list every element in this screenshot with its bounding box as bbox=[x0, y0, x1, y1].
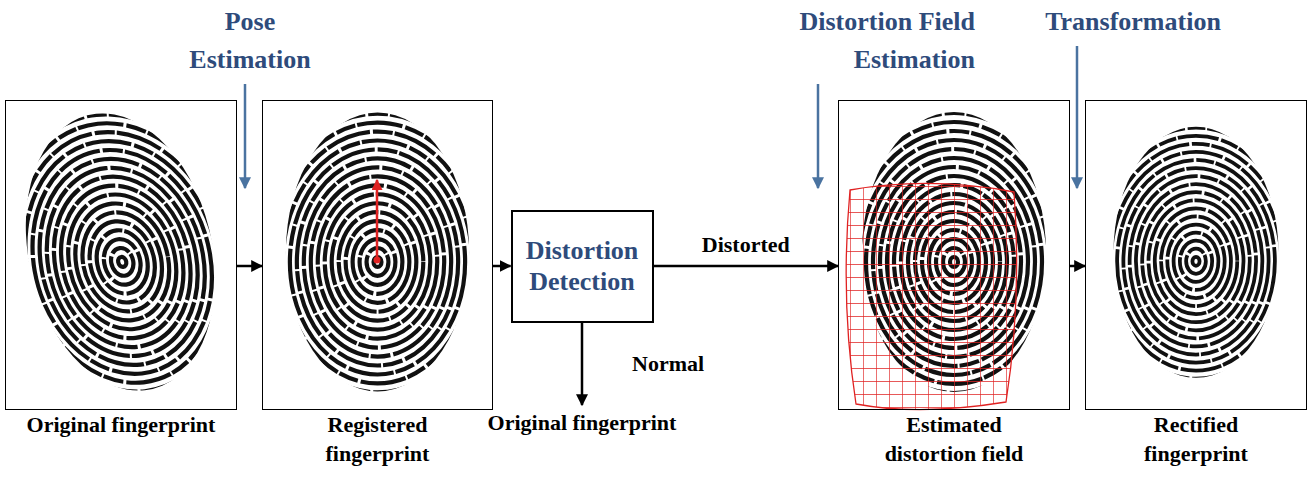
step-label: Pose Estimation bbox=[170, 3, 330, 79]
flow-arrow bbox=[493, 265, 511, 268]
panel-frame bbox=[262, 100, 493, 410]
step-label: Transformation bbox=[1013, 3, 1253, 41]
distortion-grid-outline bbox=[846, 183, 1017, 409]
step-pointer bbox=[1076, 46, 1079, 188]
panel-caption: Registered fingerprint bbox=[283, 410, 473, 468]
fingerprint-ridges bbox=[0, 93, 272, 431]
panel-frame bbox=[1085, 100, 1307, 410]
box-label: Distortion Detection bbox=[521, 235, 644, 297]
distorted-fingerprint-image bbox=[831, 104, 1077, 420]
flow-arrow bbox=[581, 323, 584, 406]
pose-arrow bbox=[376, 180, 379, 258]
flow-arrow bbox=[654, 265, 839, 268]
rectified-fingerprint-image bbox=[1086, 120, 1307, 403]
fingerprint-panel: Original fingerprint bbox=[5, 100, 237, 439]
panel-caption: Rectified fingerprint bbox=[1101, 410, 1291, 468]
panel-frame bbox=[838, 100, 1070, 410]
process-box: Distortion Detection bbox=[511, 210, 654, 323]
step-pointer bbox=[244, 84, 247, 188]
edge-label: Normal bbox=[630, 351, 706, 377]
output-label: Original fingerprint bbox=[487, 408, 677, 437]
pose-center-dot bbox=[374, 257, 381, 264]
edge-label: Distorted bbox=[700, 232, 792, 258]
flow-arrow bbox=[1070, 265, 1085, 268]
fingerprint-panel: Registered fingerprint bbox=[262, 100, 493, 468]
step-label: Distortion Field Estimation bbox=[753, 3, 975, 79]
panel-caption: Estimated distortion field bbox=[859, 410, 1049, 468]
flow-arrow bbox=[237, 265, 262, 268]
fingerprint-panel: Rectified fingerprint bbox=[1085, 100, 1307, 468]
distortion-grid bbox=[838, 176, 1028, 418]
step-pointer bbox=[817, 84, 820, 188]
fingerprint-panel: Estimated distortion field bbox=[838, 100, 1070, 468]
panel-frame bbox=[5, 100, 237, 410]
registered-fingerprint-image bbox=[255, 105, 500, 420]
panel-caption: Original fingerprint bbox=[26, 410, 216, 439]
original-fingerprint-image bbox=[0, 93, 272, 431]
output-text: Original fingerprint bbox=[487, 408, 677, 437]
